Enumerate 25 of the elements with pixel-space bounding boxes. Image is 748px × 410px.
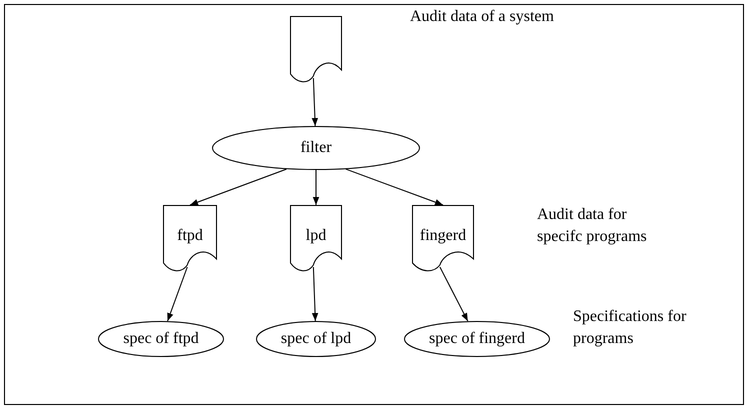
node-label: filter — [300, 139, 332, 157]
process-ellipse — [212, 126, 420, 170]
process-ellipse — [404, 321, 550, 357]
arrow — [439, 266, 468, 322]
annotation-text: Specifications for programs — [573, 307, 688, 350]
node-label: spec of fingerd — [429, 330, 525, 348]
node-label: spec of ftpd — [123, 330, 199, 348]
arrow — [167, 266, 188, 322]
annotation-text: Audit data for specifc programs — [537, 205, 648, 248]
node-label: ftpd — [177, 227, 203, 245]
arrow — [312, 170, 320, 206]
document-shape — [412, 205, 474, 271]
annotation-text: Audit data of a system — [410, 7, 555, 27]
document-shape — [290, 205, 342, 271]
arrow — [190, 168, 287, 206]
node-label: fingerd — [420, 227, 466, 245]
document-shape — [163, 205, 217, 271]
process-ellipse — [98, 321, 224, 357]
node-label: lpd — [306, 227, 326, 245]
arrow — [345, 168, 444, 206]
process-ellipse — [256, 321, 376, 357]
arrow — [312, 266, 318, 322]
node-label: spec of lpd — [280, 330, 352, 348]
arrow — [312, 78, 318, 126]
document-shape — [290, 16, 342, 82]
